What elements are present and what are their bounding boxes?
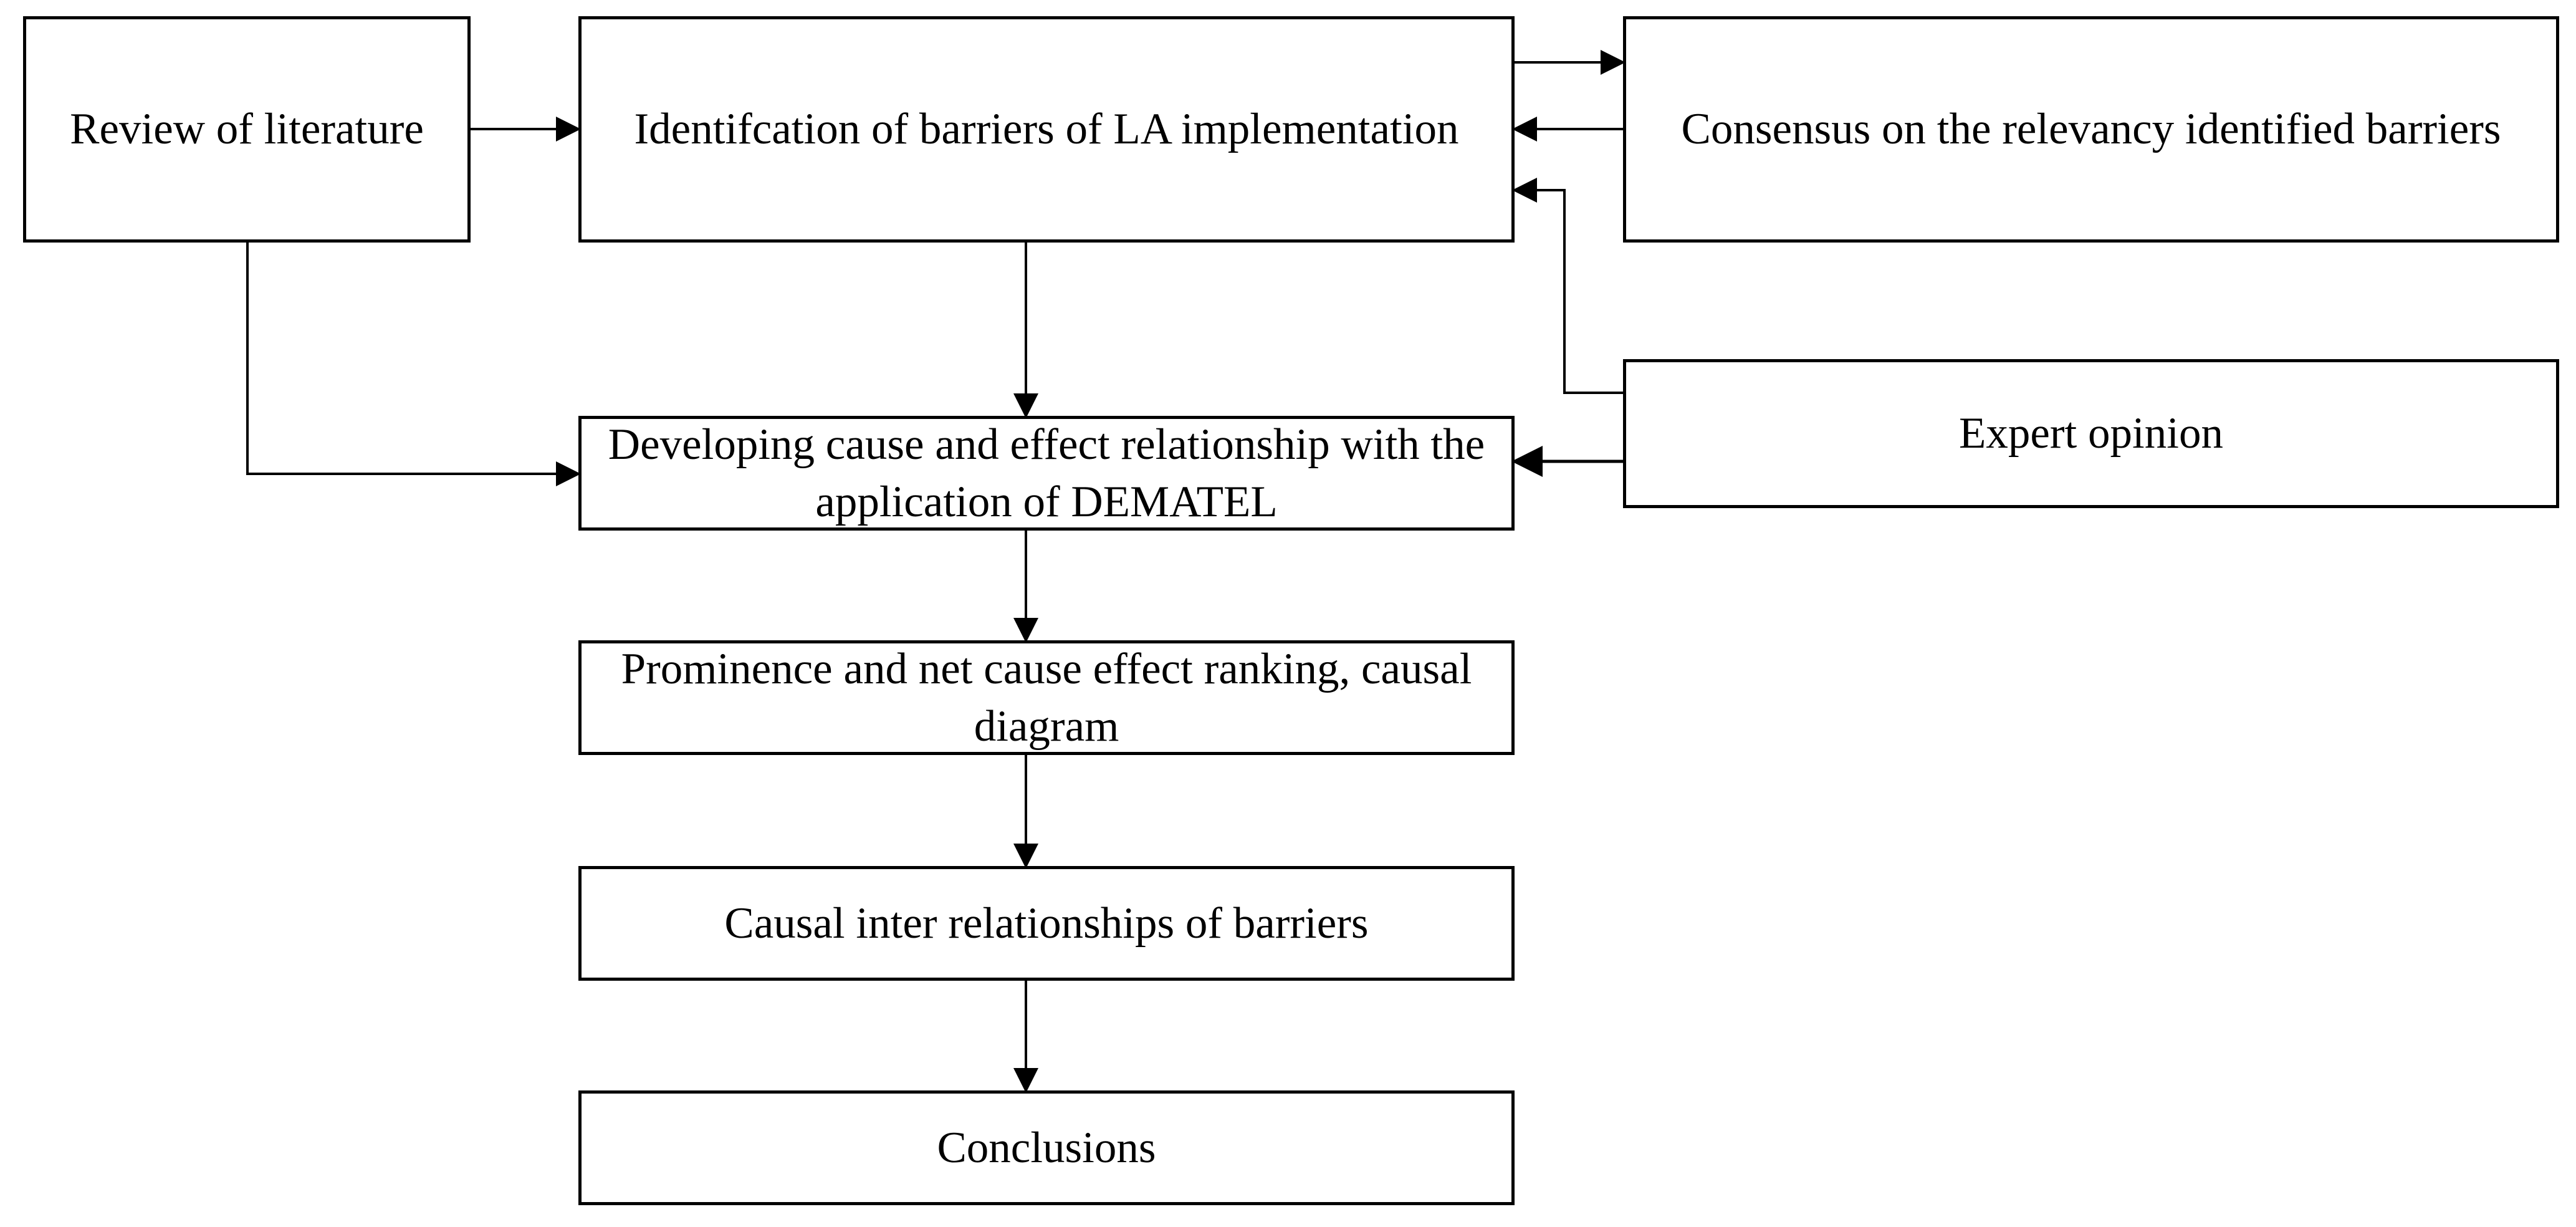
conclusions-box: Conclusions — [578, 1090, 1515, 1205]
prominence-ranking-label: Prominence and net cause effect ranking,… — [621, 644, 1472, 751]
identification-of-barriers-label: Identifcation of barriers of LA implemen… — [634, 105, 1459, 154]
dematel-box: Developing cause and effect relationship… — [578, 416, 1515, 531]
arrow-review-to-dematel — [246, 243, 581, 486]
arrow-expert-to-identification — [1512, 178, 1623, 394]
expert-opinion-box: Expert opinion — [1623, 359, 2559, 508]
expert-opinion-label: Expert opinion — [1959, 409, 2223, 458]
causal-interrelationships-box: Causal inter relationships of barriers — [578, 866, 1515, 981]
dematel-label: Developing cause and effect relationship… — [608, 420, 1485, 526]
conclusions-label: Conclusions — [937, 1123, 1156, 1172]
consensus-box: Consensus on the relevancy identified ba… — [1623, 16, 2559, 243]
identification-of-barriers-box: Identifcation of barriers of LA implemen… — [578, 16, 1515, 243]
causal-interrelationships-label: Causal inter relationships of barriers — [724, 898, 1369, 948]
review-of-literature-box: Review of literature — [23, 16, 471, 243]
prominence-ranking-box: Prominence and net cause effect ranking,… — [578, 640, 1515, 755]
consensus-label: Consensus on the relevancy identified ba… — [1681, 105, 2501, 154]
review-of-literature-label: Review of literature — [70, 105, 424, 154]
